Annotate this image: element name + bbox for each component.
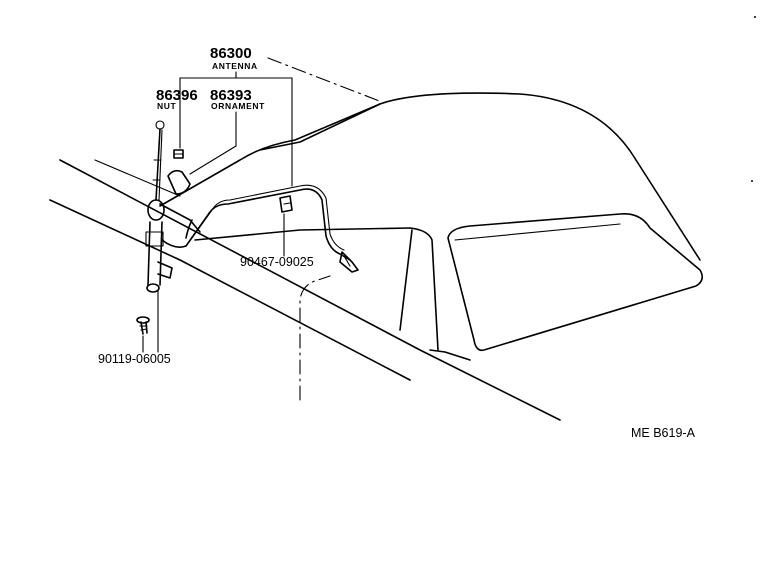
nut-part-name: NUT — [157, 101, 176, 111]
antenna-cable — [185, 184, 359, 273]
ornament-part-name: ORNAMENT — [211, 101, 265, 111]
screw — [136, 316, 150, 335]
clamp-part-number: 90467-09025 — [240, 255, 314, 269]
screw-part-number: 90119-06005 — [98, 352, 171, 366]
part-labels: 86300 ANTENNA 86396 NUT 86393 ORNAMENT 9… — [98, 45, 696, 440]
car-body — [49, 92, 704, 421]
ornament-part-number: 86393 — [210, 87, 252, 104]
antenna-part-number: 86300 — [210, 45, 252, 62]
figure-code: ME B619-A — [631, 426, 696, 440]
antenna-assembly — [145, 120, 191, 293]
leader-lines — [142, 57, 383, 401]
scan-marks — [751, 16, 756, 182]
antenna-part-name: ANTENNA — [212, 61, 258, 71]
nut-part-number: 86396 — [156, 87, 198, 104]
